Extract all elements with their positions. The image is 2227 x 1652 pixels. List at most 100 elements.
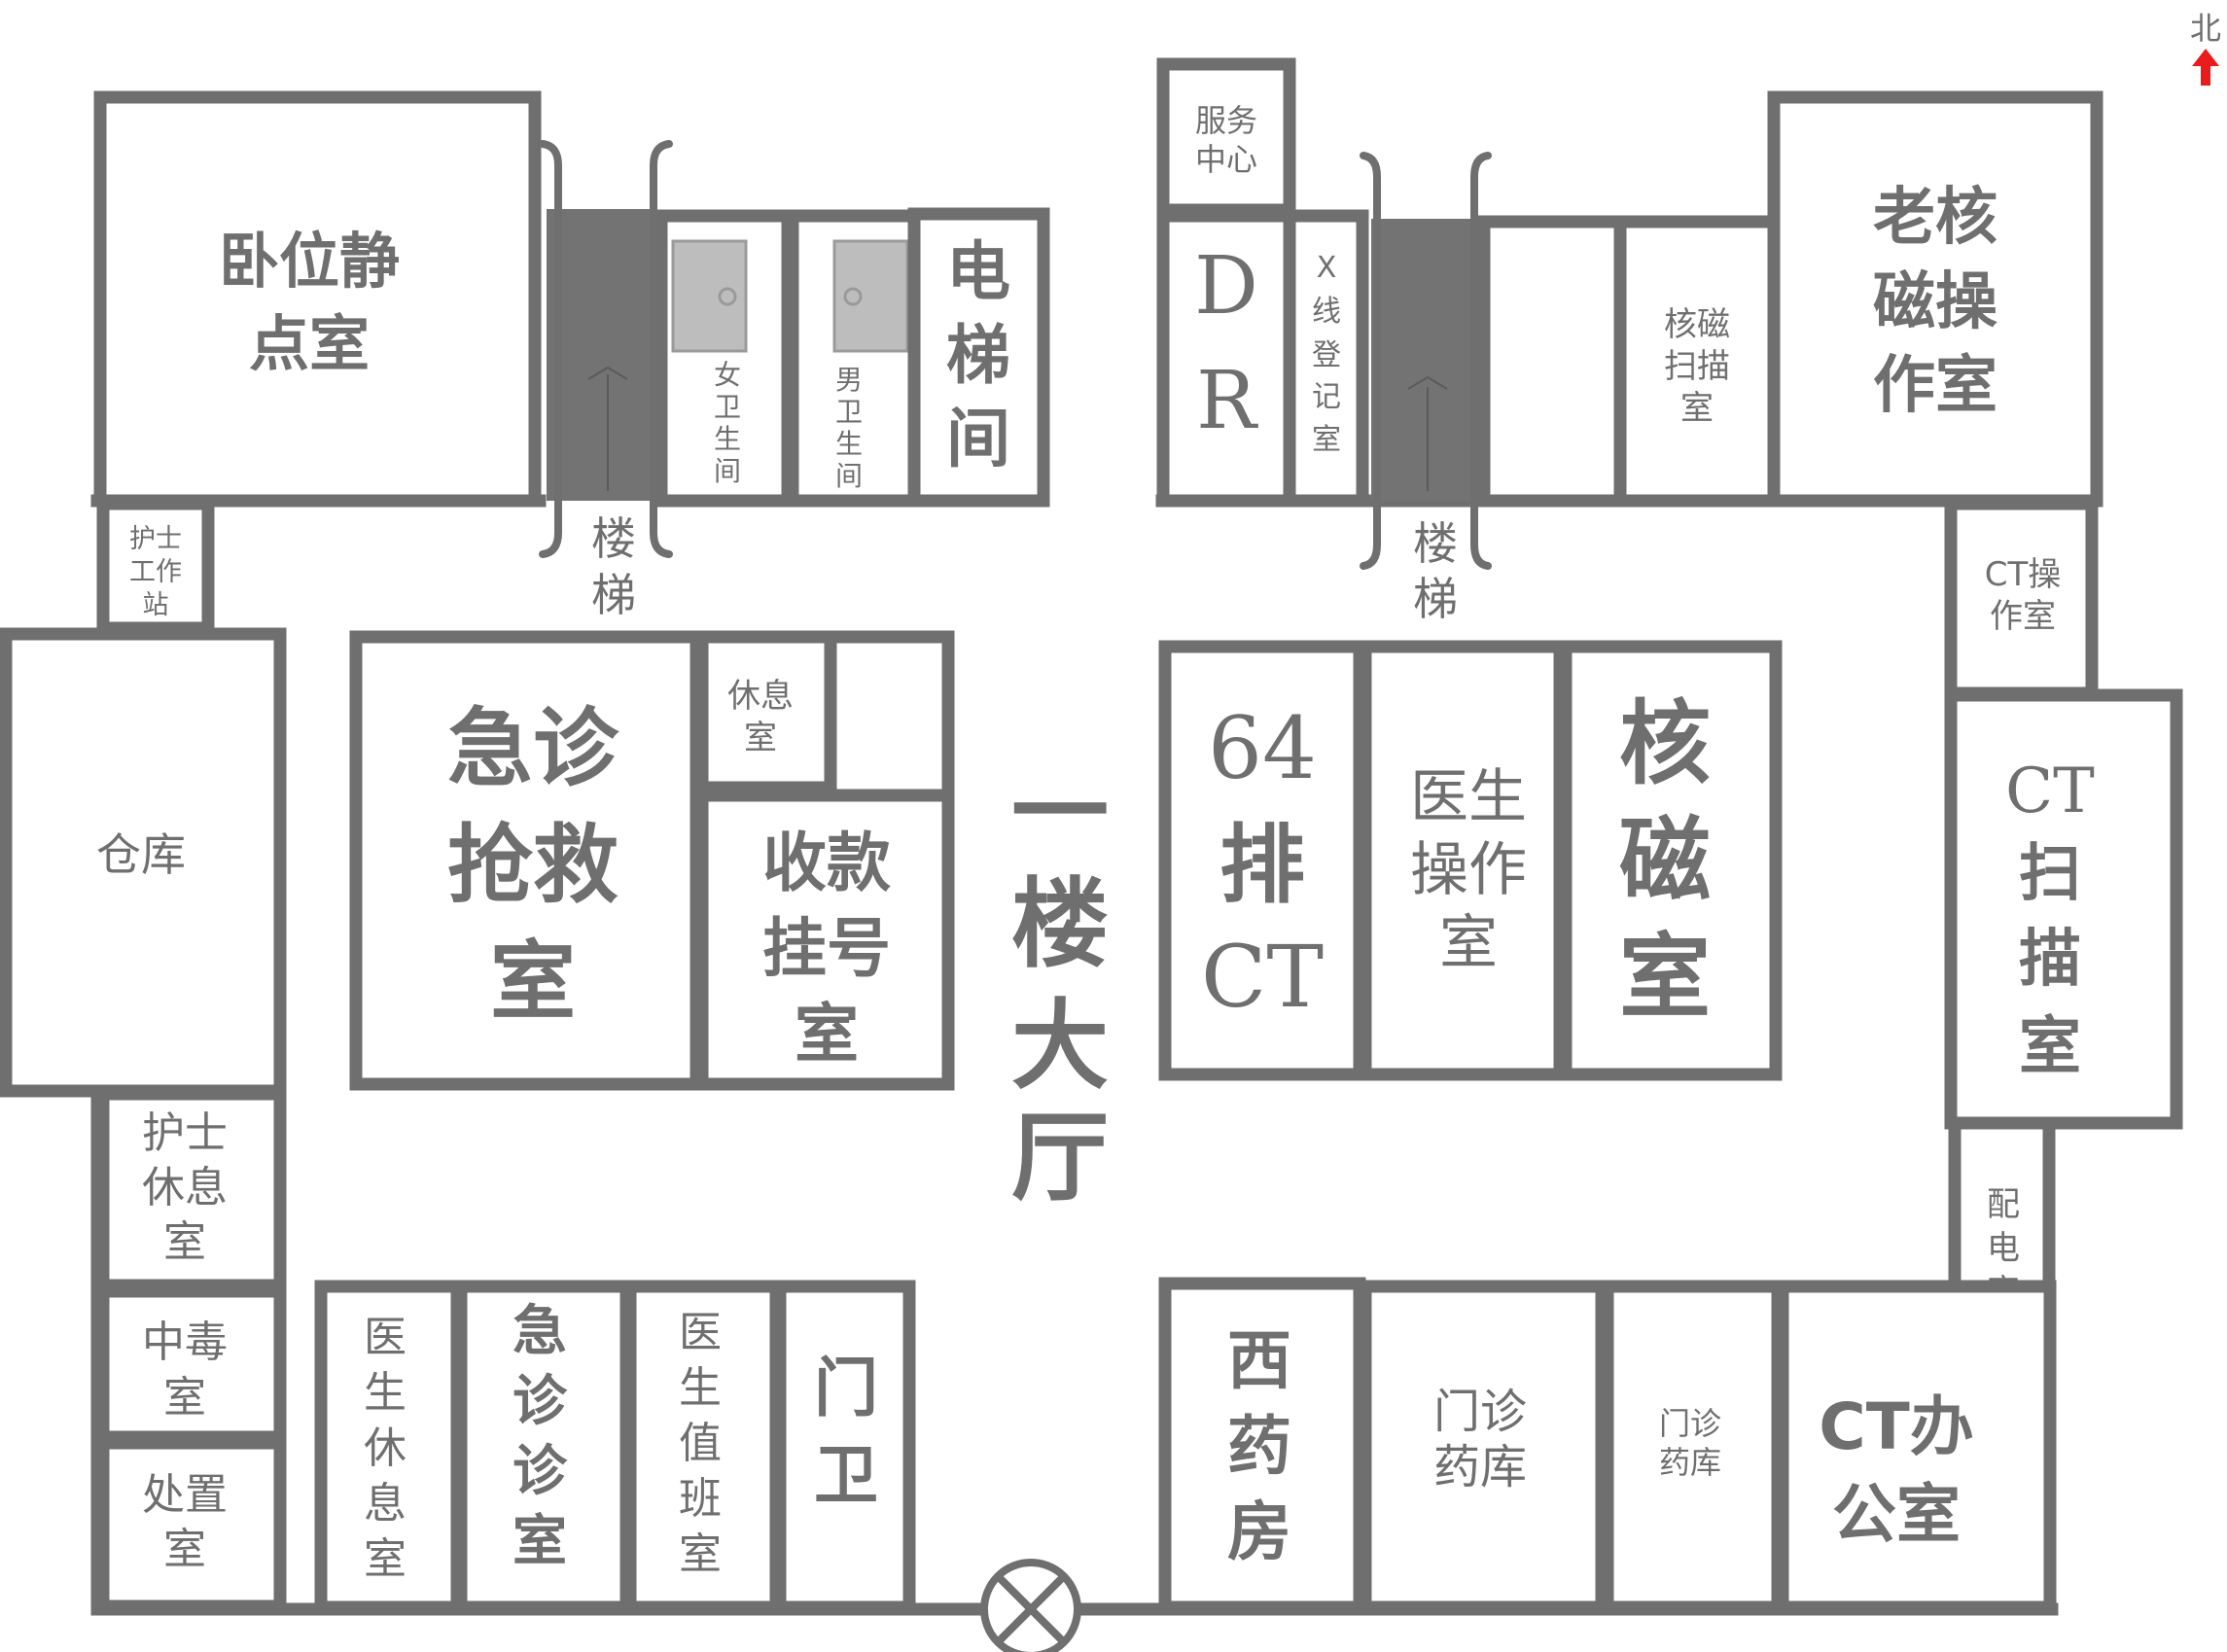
room-label: 点室 bbox=[249, 308, 370, 379]
room-label: 诊 bbox=[513, 1440, 568, 1503]
room-blank-ne bbox=[1477, 215, 1627, 508]
stairs-label: 梯 bbox=[1413, 573, 1458, 625]
room-label: 室 bbox=[513, 1510, 567, 1573]
stairs-east: 楼 梯 bbox=[1360, 152, 1492, 625]
room-mri bbox=[1559, 640, 1783, 1081]
room-emergency-clinic bbox=[454, 1280, 633, 1614]
room-label: 室 bbox=[2019, 1011, 2081, 1083]
stairs-label: 楼 bbox=[1413, 517, 1458, 570]
room-label: 男 bbox=[835, 364, 863, 396]
room-label: 抢救 bbox=[447, 815, 619, 915]
room-label: 女 bbox=[714, 359, 741, 391]
lobby-label: 大 bbox=[1011, 989, 1109, 1103]
room-label: 梯 bbox=[946, 318, 1010, 393]
room-label: 休息 bbox=[727, 677, 794, 716]
room-label: 门 bbox=[814, 1351, 878, 1425]
room-label: 门诊 bbox=[1433, 1385, 1527, 1439]
room-label: 描 bbox=[2019, 924, 2081, 996]
room-label: 中毒 bbox=[142, 1318, 228, 1367]
room-label: 室 bbox=[1680, 389, 1714, 428]
room-duty bbox=[623, 1280, 783, 1614]
room-label: R bbox=[1196, 355, 1258, 447]
room-label: D bbox=[1194, 240, 1258, 333]
room-poison bbox=[96, 1284, 287, 1444]
room-bed-ecg bbox=[93, 90, 542, 508]
room-rest bbox=[695, 630, 837, 794]
room-label: 64 bbox=[1208, 698, 1317, 798]
room-clinic-pharmacy-store-1 bbox=[1359, 1280, 1608, 1614]
room-elevator bbox=[907, 207, 1050, 508]
room-label: 仓库 bbox=[96, 828, 186, 881]
room-label: 配 bbox=[1987, 1185, 2020, 1224]
room-label: 磁 bbox=[1619, 808, 1711, 914]
room-nurse-station bbox=[96, 497, 215, 635]
room-label: 医 bbox=[364, 1313, 407, 1362]
room-disposal bbox=[96, 1436, 287, 1613]
room-label: 室 bbox=[744, 719, 777, 757]
room-label: 公室 bbox=[1832, 1477, 1961, 1552]
room-label: 室 bbox=[1439, 909, 1498, 977]
room-label: 挂号 bbox=[762, 911, 891, 986]
room-label: 老核 bbox=[1873, 182, 1997, 254]
room-label: 扫描 bbox=[1664, 347, 1730, 386]
room-label: 间 bbox=[714, 455, 741, 487]
room-label: 作室 bbox=[1990, 597, 2056, 636]
room-label: 休息 bbox=[142, 1163, 228, 1213]
room-emergency-rescue bbox=[349, 630, 703, 1091]
room-label: 休 bbox=[364, 1424, 407, 1473]
room-label: 值 bbox=[679, 1419, 722, 1468]
room-guard bbox=[773, 1280, 916, 1614]
lobby-label: 楼 bbox=[1011, 867, 1109, 981]
lobby-label: 一 bbox=[1011, 756, 1109, 869]
toilet-icon bbox=[671, 239, 748, 353]
room-label: 处置 bbox=[142, 1470, 228, 1520]
room-label: 工作 bbox=[129, 557, 182, 587]
room-label: 室 bbox=[679, 1529, 722, 1579]
room-label: 医生 bbox=[1410, 763, 1527, 831]
room-label: CT bbox=[1201, 927, 1324, 1027]
room-label: 室 bbox=[364, 1534, 407, 1584]
room-label: 室 bbox=[163, 1525, 206, 1574]
room-label: 西 bbox=[1227, 1323, 1291, 1398]
stairs-label: 楼 bbox=[591, 512, 636, 565]
room-label: 卫 bbox=[814, 1438, 878, 1513]
room-label: CT bbox=[2005, 756, 2095, 827]
room-cashier bbox=[695, 789, 955, 1091]
room-label: 中心 bbox=[1195, 141, 1257, 178]
room-label: 生 bbox=[835, 428, 863, 460]
room-label: 房 bbox=[1227, 1494, 1291, 1569]
room-label: 电 bbox=[946, 234, 1010, 309]
room-label: 核磁 bbox=[1664, 305, 1730, 344]
stairs-label: 梯 bbox=[591, 569, 636, 621]
room-label: 室 bbox=[163, 1373, 206, 1423]
room-label: 急诊 bbox=[447, 698, 619, 798]
room-label: 室 bbox=[795, 997, 859, 1072]
room-label: 室 bbox=[1312, 423, 1341, 457]
room-ct-operation bbox=[1944, 497, 2099, 700]
room-label: 门诊 bbox=[1659, 1405, 1721, 1442]
north-arrow-icon bbox=[2192, 49, 2219, 86]
room-label: 扫 bbox=[2019, 838, 2081, 910]
room-label: 核 bbox=[1619, 691, 1711, 797]
room-label: 服务 bbox=[1195, 102, 1257, 139]
room-label: 作室 bbox=[1873, 350, 1997, 422]
room-label: 卫 bbox=[714, 391, 741, 423]
room-label: 收款 bbox=[762, 826, 891, 900]
room-label: 卧位静 bbox=[219, 226, 400, 297]
room-label: 线 bbox=[1312, 295, 1341, 329]
room-storage bbox=[0, 627, 287, 1098]
room-label: 室 bbox=[1619, 925, 1711, 1031]
lobby-label: 厅 bbox=[1011, 1101, 1109, 1214]
room-label: 操作 bbox=[1410, 836, 1527, 904]
room-old-mri-operation bbox=[1767, 90, 2103, 508]
room-label: 磁操 bbox=[1873, 266, 1997, 338]
room-label: 急 bbox=[513, 1300, 567, 1363]
room-label: 药库 bbox=[1659, 1444, 1721, 1481]
room-label: 护士 bbox=[129, 524, 182, 554]
room-label: 电 bbox=[1987, 1229, 2020, 1268]
room-label: 卫 bbox=[835, 396, 863, 428]
lobby: 一 楼 大 厅 bbox=[1011, 756, 1109, 1214]
room-label: 间 bbox=[835, 460, 863, 492]
room-label: CT操 bbox=[1985, 555, 2062, 594]
room-label: 息 bbox=[364, 1479, 407, 1529]
